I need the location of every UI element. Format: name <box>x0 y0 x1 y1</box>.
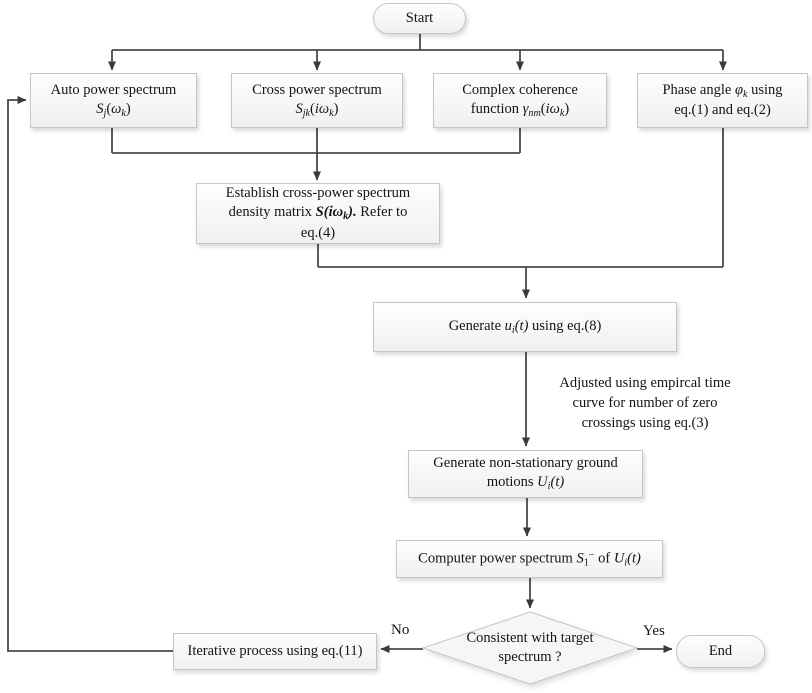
edge-feedback-loop <box>7 96 173 652</box>
start-node: Start <box>373 3 466 34</box>
decision-diamond-shape <box>421 611 639 685</box>
generate-u-label: Generate ui(t) using eq.(8) <box>448 317 602 336</box>
start-label: Start <box>405 9 434 26</box>
generate-u-box: Generate ui(t) using eq.(8) <box>373 302 677 352</box>
yes-edge-label: Yes <box>643 623 665 639</box>
end-label: End <box>708 642 733 659</box>
compute-spectrum-label: Computer power spectrum S1− of Ui(t) <box>418 549 641 568</box>
iterative-process-box: Iterative process using eq.(11) <box>173 633 377 670</box>
compute-spectrum-box: Computer power spectrum S1− of Ui(t) <box>396 540 663 578</box>
no-edge-label: No <box>391 622 410 638</box>
iterative-process-label: Iterative process using eq.(11) <box>187 642 363 659</box>
end-node: End <box>676 635 765 668</box>
